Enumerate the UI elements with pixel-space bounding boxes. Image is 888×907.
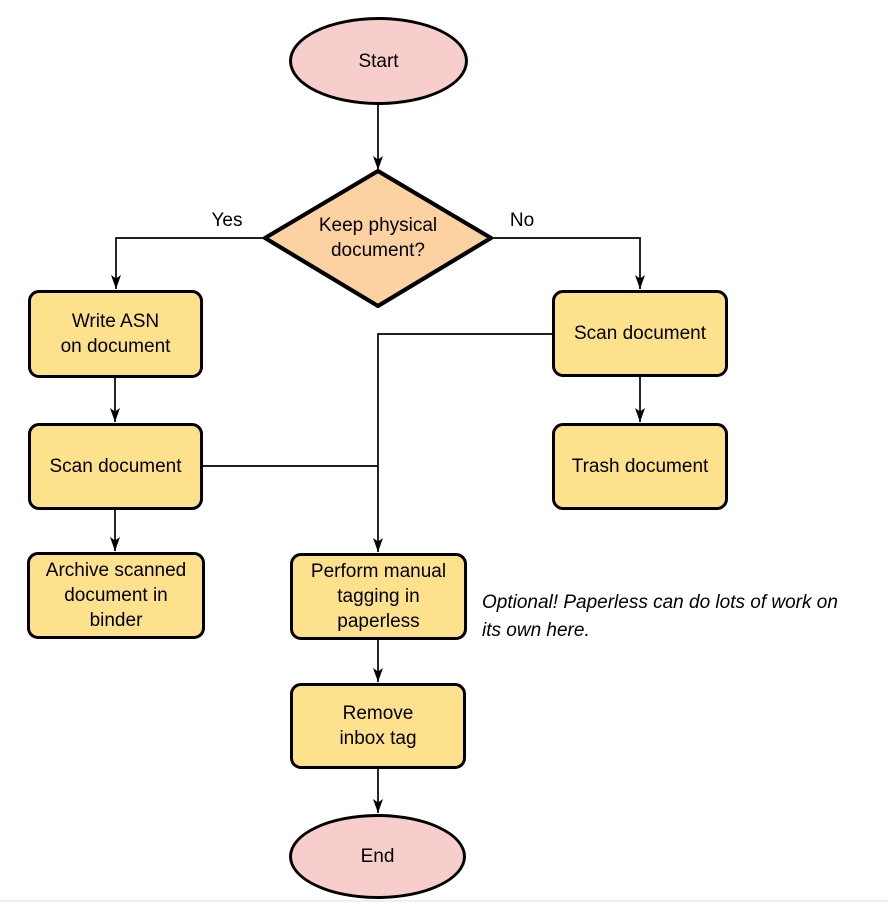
edge-label-no: No (509, 210, 535, 231)
node-tagging: Perform manual tagging in paperless (290, 553, 467, 640)
annotation-optional: Optional! Paperless can do lots of work … (482, 592, 838, 641)
canvas-bottom-rule (0, 900, 888, 902)
decision-diamond-shape (262, 168, 494, 309)
edge-yes-to-write-asn (111, 237, 265, 289)
edge-scan-right-to-tagging (373, 333, 552, 552)
node-end-label: End (360, 846, 395, 867)
node-start-label: Start (358, 50, 399, 72)
node-scan-right-label: Scan document (573, 323, 707, 344)
node-remove-tag-label: Remove inbox tag (339, 703, 417, 749)
node-scan-right: Scan document (552, 290, 728, 377)
node-archive-label: Archive scanned document in binder (45, 560, 187, 631)
node-decision-label: Keep physical document? (318, 215, 438, 261)
edge-label-yes: Yes (211, 210, 243, 231)
node-trash-label: Trash document (571, 456, 709, 477)
node-trash: Trash document (552, 423, 728, 510)
node-remove-tag: Remove inbox tag (290, 683, 466, 769)
edge-no-to-scan-right (491, 237, 645, 289)
node-scan-left-label: Scan document (49, 456, 182, 477)
node-start: Start (289, 17, 468, 105)
node-archive: Archive scanned document in binder (27, 552, 205, 639)
node-end: End (289, 814, 466, 899)
node-write-asn-label: Write ASN on document (60, 311, 171, 357)
node-write-asn: Write ASN on document (28, 290, 203, 378)
node-tagging-label: Perform manual tagging in paperless (310, 561, 447, 632)
node-scan-left: Scan document (28, 423, 203, 510)
